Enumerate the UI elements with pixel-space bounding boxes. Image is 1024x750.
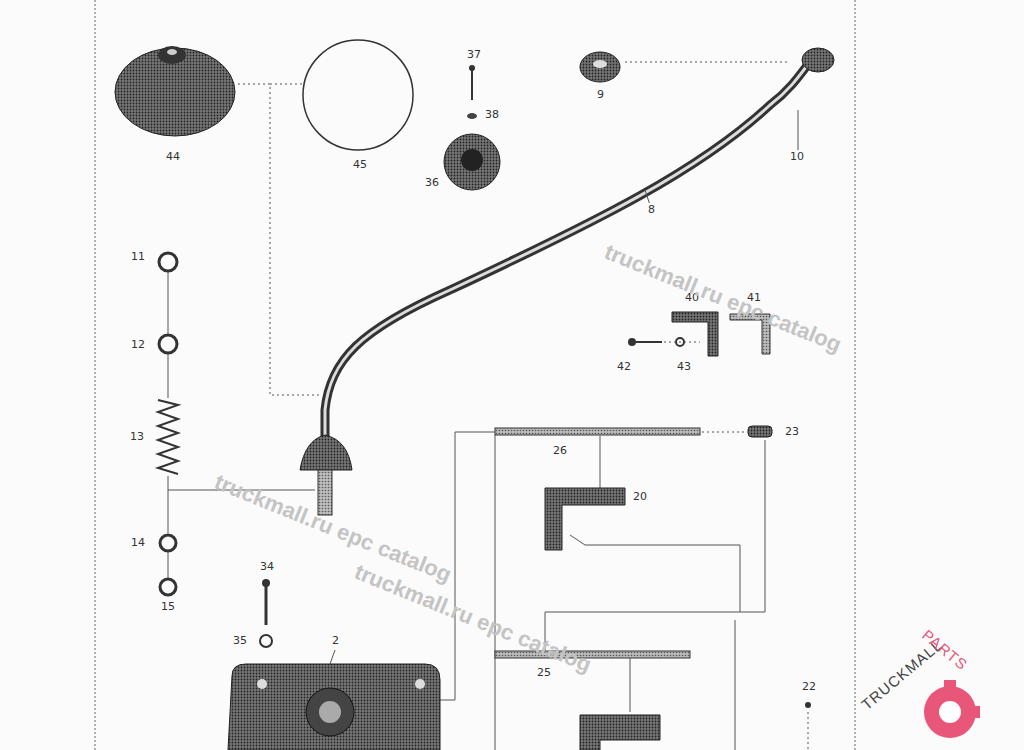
callout-number: 37 (466, 48, 482, 61)
callout-number: 2 (331, 634, 340, 647)
callout-number: 12 (130, 338, 146, 351)
callout-number: 45 (352, 158, 368, 171)
callout-number: 25 (536, 666, 552, 679)
callout-number: 15 (160, 600, 176, 613)
callout-number: 14 (130, 536, 146, 549)
callout-number: 8 (647, 203, 656, 216)
callout-number: 20 (632, 490, 648, 503)
callout-number: 9 (596, 88, 605, 101)
callout-number: 44 (165, 150, 181, 163)
watermark: truckmall.ru epc catalog (211, 470, 455, 587)
watermark: truckmall.ru epc catalog (601, 240, 845, 357)
callout-number: 26 (552, 444, 568, 457)
callout-number: 22 (801, 680, 817, 693)
callout-number: 42 (616, 360, 632, 373)
callout-number: 38 (484, 108, 500, 121)
callout-number: 43 (676, 360, 692, 373)
watermark: truckmall.ru epc catalog (351, 560, 595, 677)
callout-number: 35 (232, 634, 248, 647)
callout-number: 34 (259, 560, 275, 573)
callout-number: 23 (784, 425, 800, 438)
callout-number: 11 (130, 250, 146, 263)
callout-number: 36 (424, 176, 440, 189)
callout-number: 10 (789, 150, 805, 163)
callout-number: 13 (129, 430, 145, 443)
